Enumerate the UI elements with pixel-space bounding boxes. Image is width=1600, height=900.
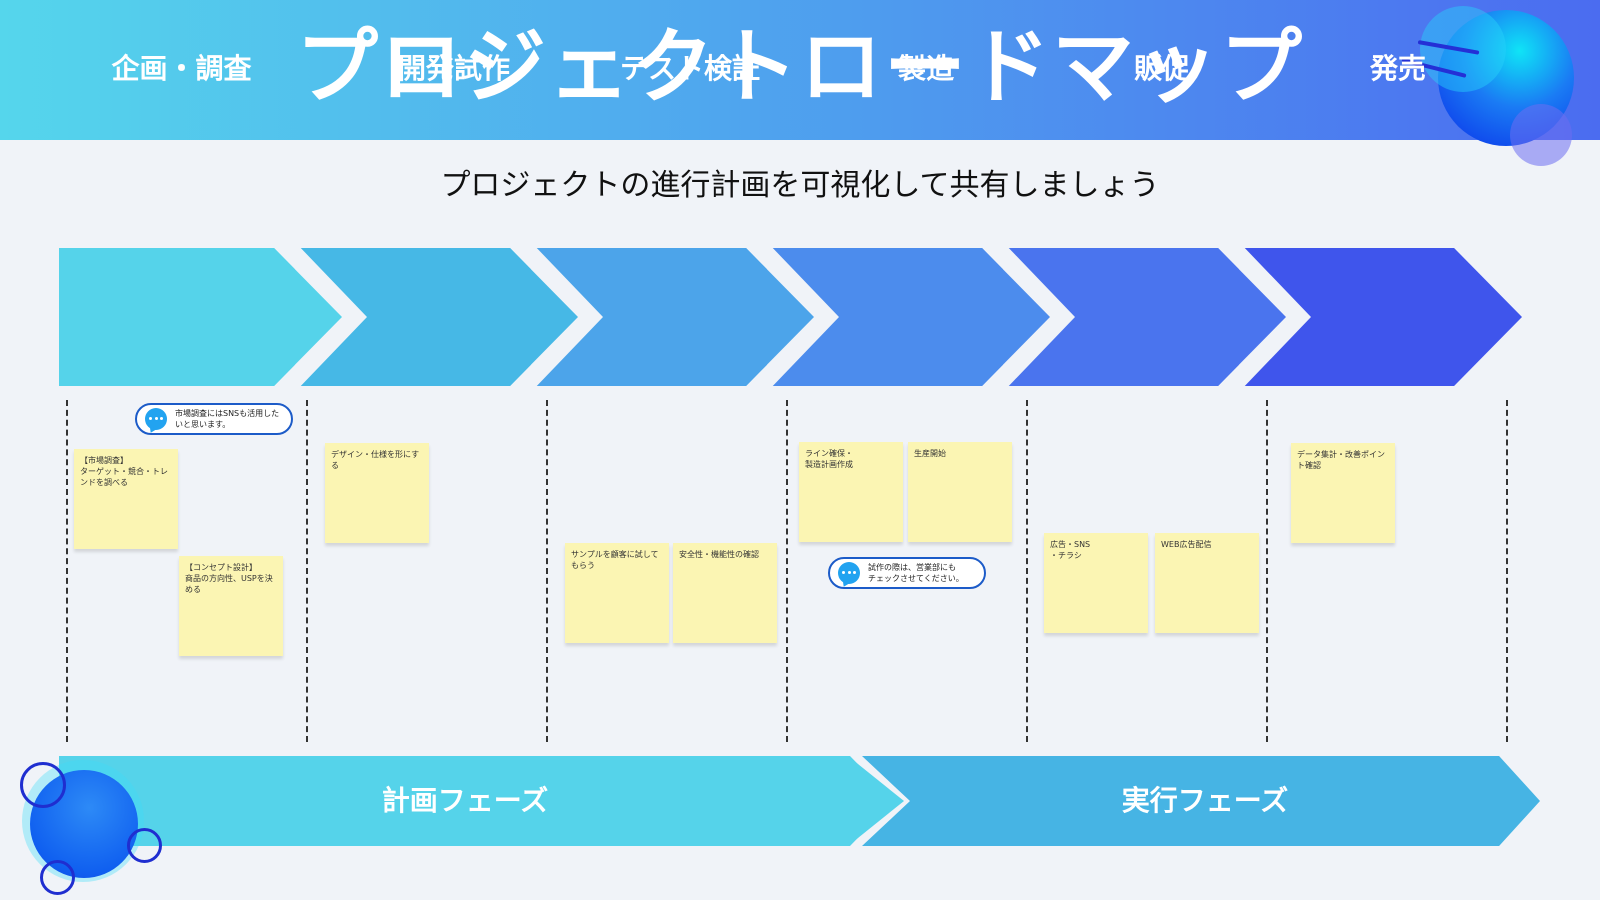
phase-label-testing: テスト検証: [619, 52, 760, 85]
comment-text: 市場調査にはSNSも活用したいと思います。: [175, 409, 280, 429]
chat-bubble-icon: [838, 562, 860, 584]
comment-bubble-sns[interactable]: 市場調査にはSNSも活用したいと思います。: [135, 403, 293, 435]
column-divider: [1266, 400, 1268, 742]
phase-label-prototype: 開発試作: [397, 52, 510, 85]
sticky-note-ads-sns[interactable]: 広告・SNS ・チラシ: [1044, 533, 1148, 633]
planning-phase-label: 計画フェーズ: [381, 784, 549, 817]
sticky-note-production-start[interactable]: 生産開始: [908, 442, 1012, 542]
chat-bubble-icon: [145, 408, 167, 430]
planning-phase-arrow: [59, 756, 905, 846]
column-divider: [786, 400, 788, 742]
column-divider: [1026, 400, 1028, 742]
sticky-note-data-review[interactable]: データ集計・改善ポイント確認: [1291, 443, 1395, 543]
sticky-note-line-setup[interactable]: ライン確保・ 製造計画作成: [799, 442, 903, 542]
execution-phase-arrow: [858, 756, 1540, 846]
sticky-note-customer-trial[interactable]: サンプルを顧客に試してもらう: [565, 543, 669, 643]
comment-bubble-sales[interactable]: 試作の際は、営業部にも チェックさせてください。: [828, 557, 986, 589]
column-divider: [306, 400, 308, 742]
column-divider: [546, 400, 548, 742]
column-divider: [66, 400, 68, 742]
phase-label-launch: 発売: [1369, 52, 1426, 85]
column-divider: [1506, 400, 1508, 742]
sticky-note-safety-check[interactable]: 安全性・機能性の確認: [673, 543, 777, 643]
sticky-note-market-research[interactable]: 【市場調査】 ターゲット・競合・トレンドを調べる: [74, 449, 178, 549]
page-title: プロジェクトロードマップ: [295, 20, 1304, 115]
comment-text: 試作の際は、営業部にも チェックさせてください。: [868, 563, 964, 583]
sticky-note-web-ads[interactable]: WEB広告配信: [1155, 533, 1259, 633]
page-subtitle: プロジェクトの進行計画を可視化して共有しましょう: [440, 168, 1160, 203]
header-banner: [0, 0, 1600, 140]
phase-label-planning: 企画・調査: [111, 52, 252, 85]
phase-label-promotion: 販促: [1133, 52, 1190, 85]
phase-label-manufacturing: 製造: [897, 52, 954, 85]
execution-phase-label: 実行フェーズ: [1121, 784, 1289, 817]
sticky-note-concept-design[interactable]: 【コンセプト設計】 商品の方向性、USPを決める: [179, 556, 283, 656]
sticky-note-design-spec[interactable]: デザイン・仕様を形にする: [325, 443, 429, 543]
